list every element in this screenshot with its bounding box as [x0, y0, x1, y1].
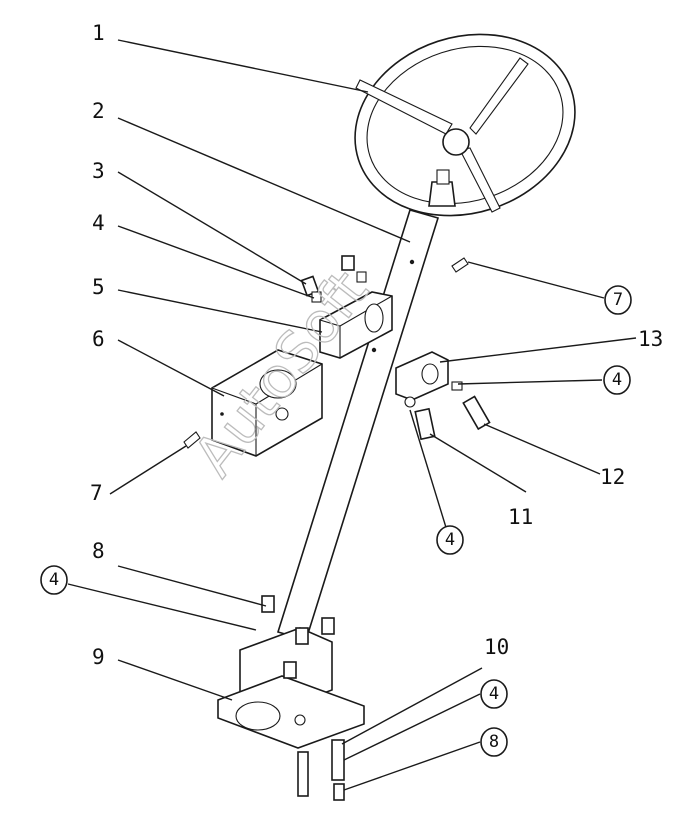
- circled-callout-8-bottom: 8: [480, 727, 508, 757]
- lower-mount-part-9: [217, 595, 365, 801]
- callout-9: 9: [92, 645, 105, 669]
- screw-part-7-top: [451, 257, 469, 273]
- circled-labels: 7 4 4 4 4 8: [40, 285, 632, 757]
- callout-5: 5: [92, 275, 105, 299]
- callout-10: 10: [484, 635, 509, 659]
- callout-4: 4: [92, 211, 105, 235]
- leader-lines: [67, 39, 637, 791]
- callout-1: 1: [92, 21, 105, 45]
- circled-callout-4-right: 4: [603, 365, 631, 395]
- bolt-part-11: [404, 396, 436, 441]
- svg-text:4: 4: [612, 370, 622, 390]
- svg-text:4: 4: [445, 530, 455, 550]
- svg-text:4: 4: [49, 570, 59, 590]
- callout-12: 12: [600, 465, 625, 489]
- clamp-part-13: [395, 351, 449, 401]
- callout-7: 7: [90, 481, 103, 505]
- svg-text:4: 4: [489, 684, 499, 704]
- callout-11: 11: [508, 505, 533, 529]
- svg-text:8: 8: [489, 732, 499, 752]
- bolt-part-3: [300, 255, 367, 303]
- circled-callout-4-bottom: 4: [480, 679, 508, 709]
- callout-8: 8: [92, 539, 105, 563]
- steering-wheel: [354, 33, 576, 217]
- circled-callout-7: 7: [604, 285, 632, 315]
- screw-part-7-left: [183, 431, 201, 449]
- bolt-part-12: [451, 381, 491, 431]
- callout-13: 13: [638, 327, 663, 351]
- part-number-labels: 1 2 3 4 5 6 7 8 9 10 11 12 13: [90, 21, 663, 669]
- circled-callout-4-middle: 4: [436, 525, 464, 555]
- cover-plate-part-6: [211, 349, 323, 457]
- hub-cap: [442, 128, 470, 156]
- callout-3: 3: [92, 159, 105, 183]
- circled-callout-4-left: 4: [40, 565, 68, 595]
- callout-2: 2: [92, 99, 105, 123]
- bracket-part-5: [319, 291, 393, 359]
- callout-6: 6: [92, 327, 105, 351]
- svg-text:7: 7: [613, 290, 623, 310]
